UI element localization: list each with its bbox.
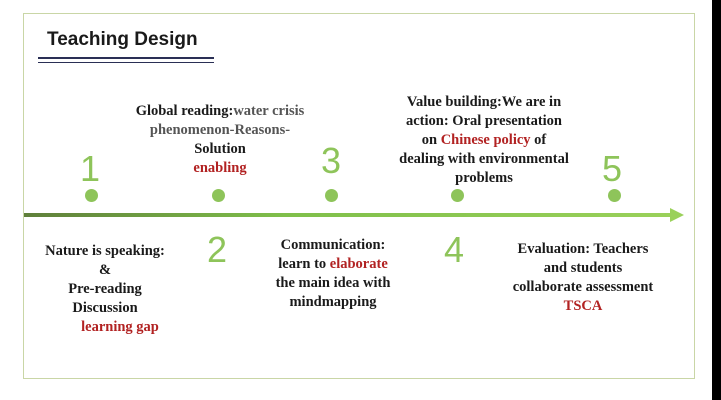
step-4-text: Value building:We are in action: Oral pr…: [368, 93, 600, 188]
page-title: Teaching Design: [47, 29, 198, 50]
step-4-line-3: on Chinese policy of: [368, 131, 600, 150]
step-1-highlight: learning gap: [81, 319, 159, 335]
step-number-2: 2: [207, 229, 228, 270]
step-1-text: Nature is speaking: & Pre-reading Discus…: [22, 242, 188, 337]
step-3-line-1: Communication:: [280, 237, 386, 253]
step-4-line-5: problems: [455, 170, 513, 186]
step-2-topic: water crisis: [233, 103, 305, 119]
title-underline-thin: [38, 62, 214, 63]
step-4-line-3-post: of: [530, 132, 547, 148]
title-underline: [38, 57, 214, 59]
step-4-highlight: Chinese policy: [440, 132, 531, 148]
step-2-line-3: Solution: [194, 141, 246, 157]
step-1-line: Nature is speaking:: [45, 243, 165, 259]
step-3-text: Communication: learn to elaborate the ma…: [250, 236, 416, 312]
step-3-line-4: mindmapping: [289, 294, 377, 310]
window-edge: [712, 0, 721, 400]
step-dot-2: [212, 189, 225, 202]
step-1-line: Pre-reading: [68, 281, 142, 297]
step-4-line-4: dealing with environmental: [399, 151, 569, 167]
timeline-arrow: [24, 208, 684, 222]
step-3-line-2: learn to elaborate: [250, 255, 416, 274]
step-2-text: Global reading:water crisis phenomenon-R…: [103, 102, 337, 178]
step-5-line: and students: [543, 260, 623, 276]
step-3-line-2-pre: learn to: [278, 256, 330, 272]
step-number-3: 3: [321, 140, 342, 181]
step-4-line-1: Value building:We are in: [406, 94, 562, 110]
arrow-head-icon: [670, 208, 684, 222]
step-2-line-1: Global reading:water crisis: [103, 102, 337, 121]
slide-frame: [23, 13, 695, 379]
step-number-5: 5: [602, 148, 623, 189]
step-1-line: Discussion: [72, 300, 138, 316]
step-dot-4: [451, 189, 464, 202]
step-2-line-2: phenomenon-Reasons-: [149, 122, 291, 138]
timeline-line: [24, 213, 676, 217]
step-dot-1: [85, 189, 98, 202]
step-1-line: &: [98, 262, 112, 278]
step-2-label: Global reading:: [135, 103, 234, 119]
step-number-4: 4: [444, 229, 465, 270]
step-3-highlight: elaborate: [329, 256, 388, 272]
step-2-highlight: enabling: [193, 160, 247, 176]
step-number-1: 1: [80, 148, 101, 189]
step-5-highlight: TSCA: [563, 298, 603, 314]
step-3-line-3: the main idea with: [275, 275, 391, 291]
step-5-text: Evaluation: Teachers and students collab…: [485, 240, 681, 316]
step-dot-5: [608, 189, 621, 202]
step-4-line-3-pre: on: [421, 132, 441, 148]
step-dot-3: [325, 189, 338, 202]
step-5-line: Evaluation: Teachers: [517, 241, 649, 257]
step-4-line-2: action: Oral presentation: [406, 113, 562, 129]
step-5-line: collaborate assessment: [512, 279, 654, 295]
